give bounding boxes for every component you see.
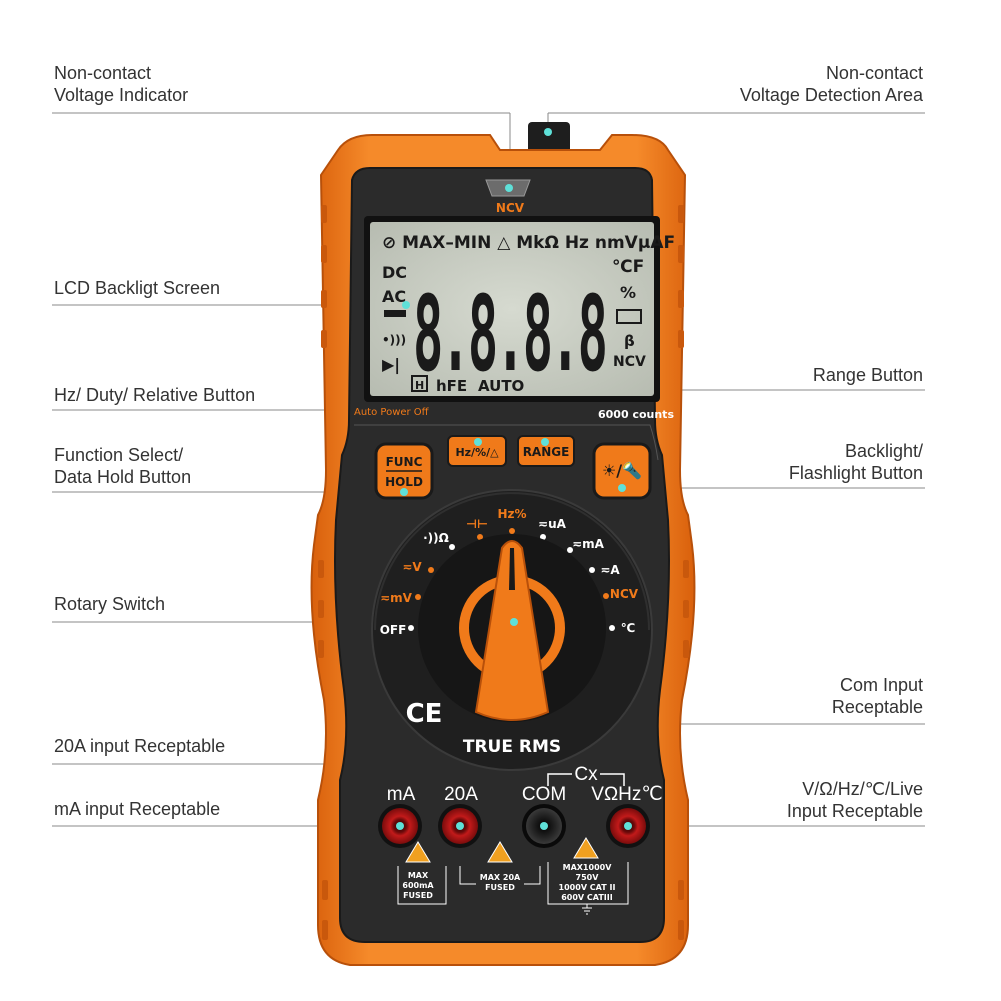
lcd-digits: 8.8.8.8 — [413, 273, 605, 395]
svg-text:MAX 20A: MAX 20A — [480, 873, 521, 882]
svg-text:HOLD: HOLD — [385, 475, 423, 489]
jack-label-cx: Cx — [574, 764, 598, 785]
ma-warning-label: MAX 600mA FUSED — [397, 841, 447, 905]
range-button[interactable]: RANGE — [517, 435, 575, 467]
svg-text:1000V CAT II: 1000V CAT II — [559, 883, 616, 892]
lcd-percent: % — [620, 283, 636, 302]
rotary-switch[interactable] — [418, 534, 606, 722]
lcd-hold: H — [415, 379, 424, 392]
dial-position-dots — [408, 528, 615, 631]
func-hold-button[interactable]: FUNC HOLD — [374, 442, 434, 500]
dial-pos-a: ≂A — [600, 563, 620, 577]
20a-warning-label: MAX 20A FUSED — [459, 841, 541, 892]
lcd-temp: ℃F — [612, 257, 644, 277]
lcd-hfe: hFE — [436, 377, 467, 395]
lcd-top-row: ⊘ MAX–MIN △ MkΩ Hz nmVμAF — [382, 233, 675, 253]
dial-pos-v: ≂V — [402, 560, 422, 574]
lcd-beta: β — [624, 332, 635, 350]
ce-mark: CE — [406, 699, 443, 729]
svg-text:FUSED: FUSED — [485, 883, 515, 892]
lcd-ac: AC — [382, 287, 406, 306]
lcd-diode: ▶| — [382, 355, 400, 375]
callout-func-button: Function Select/ Data Hold Button — [54, 445, 192, 487]
svg-text:☀/🔦: ☀/🔦 — [602, 461, 642, 480]
lcd-battery-icon — [616, 309, 642, 324]
lcd-leader-dot — [402, 301, 410, 309]
callout-ncv-area: Non-contact Voltage Detection Area — [739, 63, 923, 105]
jack-label-com: COM — [522, 784, 566, 805]
callout-range-button: Range Button — [812, 365, 923, 385]
callout-ncv-indicator: Non-contact Voltage Indicator — [54, 63, 189, 105]
callout-backlight-button: Backlight/ Flashlight Button — [788, 441, 923, 483]
dial-pos-ua: ≂uA — [538, 517, 567, 531]
jack-label-20a: 20A — [444, 784, 478, 805]
dial-pos-temp: ℃ — [621, 621, 636, 635]
lcd-auto: AUTO — [478, 377, 524, 395]
ncv-area-dot — [544, 128, 552, 136]
svg-text:Hz/%/△: Hz/%/△ — [455, 446, 499, 459]
svg-text:MAX1000V: MAX1000V — [563, 863, 613, 872]
svg-text:FUNC: FUNC — [386, 455, 423, 469]
v-input-jack[interactable] — [606, 804, 650, 848]
callout-hz-button: Hz/ Duty/ Relative Button — [54, 385, 256, 405]
dial-pos-ncv: NCV — [610, 587, 639, 601]
side-ribs — [318, 205, 689, 940]
cx-bracket — [547, 773, 625, 786]
lcd-dc: DC — [382, 263, 407, 282]
callout-20a-input: 20A input Receptable — [54, 736, 226, 756]
dial-pos-off: OFF — [380, 623, 407, 637]
panel-divider-line — [354, 424, 659, 461]
callout-lcd: LCD Backligt Screen — [54, 278, 221, 298]
ma-input-jack[interactable] — [378, 804, 422, 848]
callout-com-input: Com Input Receptable — [831, 675, 923, 717]
dial-scale-arc — [374, 492, 650, 631]
svg-text:600mA: 600mA — [402, 881, 434, 890]
svg-text:600V CATIII: 600V CATIII — [561, 893, 613, 902]
jack-label-v: VΩHz℃ — [591, 784, 662, 805]
hz-duty-relative-button[interactable]: Hz/%/△ — [447, 435, 507, 467]
lcd-ncv: NCV — [613, 354, 646, 370]
dial-pos-cap: ⊣⊢ — [466, 517, 488, 531]
com-input-jack[interactable] — [522, 804, 566, 848]
lcd-sound: •))) — [382, 333, 406, 347]
dial-pos-ohm: ·))Ω — [423, 531, 449, 545]
callout-v-input: V/Ω/Hz/℃/Live Input Receptable — [786, 779, 923, 821]
ncv-probe-tip — [528, 122, 570, 154]
dial-pos-ma: ≂mA — [572, 537, 605, 551]
ncv-indicator-dot — [505, 184, 513, 192]
callout-rotary: Rotary Switch — [54, 594, 166, 614]
lcd-hold-box — [411, 375, 428, 392]
svg-text:FUSED: FUSED — [403, 891, 433, 900]
svg-text:MAX: MAX — [408, 871, 429, 880]
dial-pos-hz: Hz% — [497, 507, 526, 521]
lcd-minus — [384, 310, 406, 317]
backlight-flashlight-button[interactable]: ☀/🔦 — [592, 442, 652, 500]
20a-input-jack[interactable] — [438, 804, 482, 848]
ncv-label: NCV — [496, 201, 525, 215]
true-rms-label: TRUE RMS — [463, 737, 561, 757]
dial-pos-mv: ≂mV — [380, 591, 413, 605]
v-warning-label: MAX1000V 750V 1000V CAT II 600V CATIII — [547, 837, 629, 915]
svg-text:RANGE: RANGE — [523, 445, 570, 459]
lcd-screen — [370, 222, 654, 396]
callout-ma-input: mA input Receptable — [54, 799, 221, 819]
svg-text:750V: 750V — [576, 873, 600, 882]
auto-power-off-label: Auto Power Off — [354, 407, 430, 418]
jack-label-ma: mA — [387, 784, 416, 805]
counts-label: 6000 counts — [598, 408, 674, 421]
